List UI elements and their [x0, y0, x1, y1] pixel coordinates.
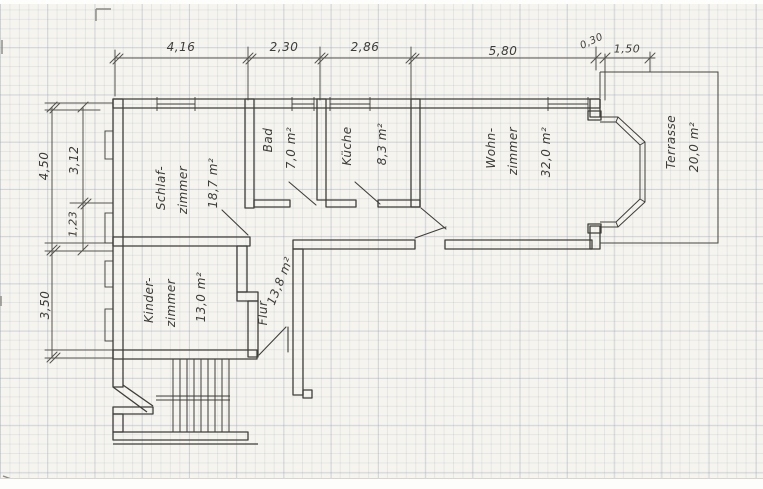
room-label-bad: Bad — [261, 127, 275, 153]
dim-left-1: 3,12 — [67, 145, 81, 175]
windows — [104, 97, 589, 342]
room-label-kinderzimmer-line2: zimmer — [164, 278, 178, 328]
room-label-wohnzimmer-line1: Wohn- — [484, 127, 498, 169]
dim-left-2: 1,23 — [66, 210, 80, 238]
room-label-wohnzimmer-line2: zimmer — [506, 126, 520, 176]
terrace-outline — [599, 71, 719, 244]
room-area-bad: 7,0 m² — [284, 126, 298, 170]
room-label-schlafzimmer-line1: Schlaf- — [154, 165, 168, 211]
room-label-kueche: Küche — [340, 126, 354, 166]
dimension-lines — [44, 46, 656, 364]
walls — [112, 98, 602, 445]
door-swings — [221, 181, 447, 356]
room-label-kinderzimmer-line1: Kinder- — [142, 277, 156, 323]
room-area-kinderzimmer: 13,0 m² — [194, 271, 208, 323]
dim-top-3: 5,80 — [488, 44, 518, 58]
dim-top-0: 4,16 — [166, 40, 196, 54]
room-area-kueche: 8,3 m² — [375, 122, 389, 166]
room-label-flur: Flur — [256, 300, 270, 326]
room-label-terrasse: Terrasse — [664, 114, 678, 170]
room-area-schlafzimmer: 18,7 m² — [206, 157, 220, 209]
room-label-schlafzimmer-line2: zimmer — [176, 165, 190, 215]
bay-window — [600, 116, 646, 228]
dim-top-1: 2,30 — [269, 40, 299, 54]
stairs — [156, 359, 230, 432]
paper-edge-bottom — [0, 478, 763, 489]
paper-marks — [0, 8, 111, 481]
room-area-wohnzimmer: 32,0 m² — [539, 126, 553, 178]
dim-top-2: 2,86 — [350, 40, 380, 54]
paper-edge-top — [0, 0, 763, 4]
dim-top-5: 1,50 — [613, 42, 641, 56]
dim-left-0: 4,50 — [37, 151, 51, 181]
dim-left-3: 3,50 — [38, 290, 52, 320]
room-area-terrasse: 20,0 m² — [687, 121, 701, 173]
